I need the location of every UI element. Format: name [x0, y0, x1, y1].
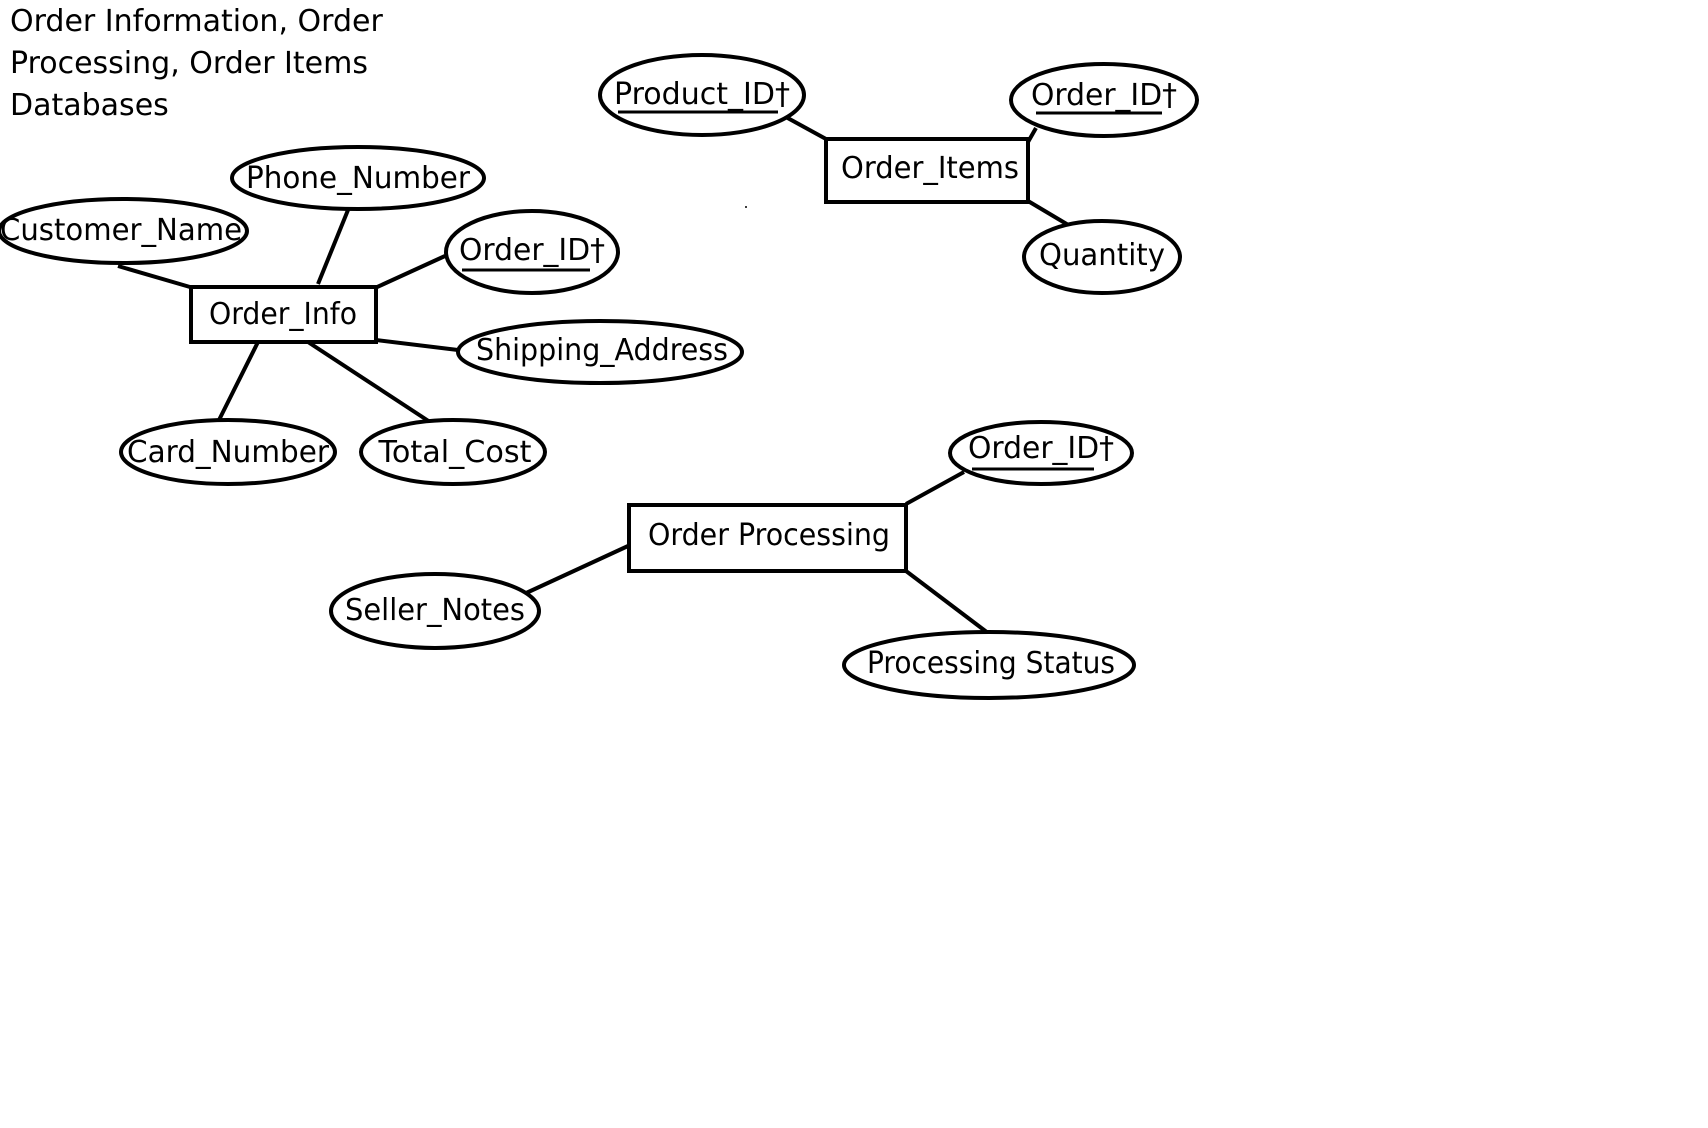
attribute-product-id — [598, 53, 806, 137]
entity-order-processing — [627, 503, 908, 573]
order-items-group: Order_Items Product_ID† Order_ID† Quanti… — [598, 53, 1199, 295]
attribute-customer-name — [0, 197, 249, 265]
entity-order-items — [824, 137, 1030, 204]
entity-order-info — [189, 285, 378, 344]
connector-order-info-total-cost — [306, 340, 432, 424]
attribute-order-info-order-id-label: Order_ID† — [459, 233, 605, 268]
connector-order-processing-seller-notes — [523, 544, 629, 596]
attribute-order-processing-order-id-label: Order_ID† — [968, 431, 1114, 466]
connector-order-info-shipping-address — [375, 338, 459, 352]
attribute-processing-status — [842, 630, 1136, 700]
attribute-total-cost-label: Total_Cost — [377, 435, 531, 470]
attribute-product-id-label: Product_ID† — [614, 77, 790, 112]
attribute-total-cost — [359, 418, 547, 486]
attribute-seller-notes — [329, 572, 541, 650]
diagram-title-line-2: Processing, Order Items — [10, 46, 368, 81]
stray-dot — [745, 206, 747, 208]
attribute-phone-number — [230, 145, 486, 211]
diagram-title-line-3: Databases — [10, 88, 169, 123]
attribute-quantity — [1022, 219, 1182, 295]
connector-order-items-quantity — [1026, 199, 1072, 228]
attribute-shipping-address-label: Shipping_Address — [476, 333, 728, 368]
order-info-group: Order_Info Phone_Number Customer_Name Or… — [0, 145, 744, 486]
entity-order-info-label: Order_Info — [209, 297, 357, 332]
connector-order-items-product-id — [783, 114, 827, 141]
entity-order-processing-label: Order Processing — [648, 518, 890, 553]
attribute-order-info-order-id — [444, 209, 620, 295]
connector-order-info-customer-name — [117, 264, 191, 289]
attribute-order-items-order-id-label: Order_ID† — [1031, 78, 1177, 113]
attribute-phone-number-label: Phone_Number — [246, 161, 471, 196]
attribute-seller-notes-label: Seller_Notes — [345, 593, 525, 628]
connector-order-info-order-id — [374, 254, 446, 290]
attribute-quantity-label: Quantity — [1039, 238, 1165, 273]
attribute-card-number-label: Card_Number — [127, 435, 330, 470]
connector-order-processing-processing-status — [904, 569, 990, 635]
entity-order-items-label: Order_Items — [841, 151, 1019, 186]
attribute-card-number — [119, 418, 337, 486]
attribute-customer-name-label: Customer_Name — [0, 213, 242, 248]
attribute-processing-status-label: Processing Status — [867, 646, 1115, 681]
connector-order-processing-order-id — [905, 470, 965, 506]
order-processing-group: Order Processing Order_ID† Seller_Notes … — [329, 420, 1136, 700]
attribute-order-items-order-id — [1009, 62, 1199, 138]
connector-order-info-phone-number — [316, 209, 350, 285]
connector-order-info-card-number — [216, 341, 260, 423]
attribute-shipping-address — [456, 319, 744, 385]
diagram-title-line-1: Order Information, Order — [10, 4, 383, 39]
